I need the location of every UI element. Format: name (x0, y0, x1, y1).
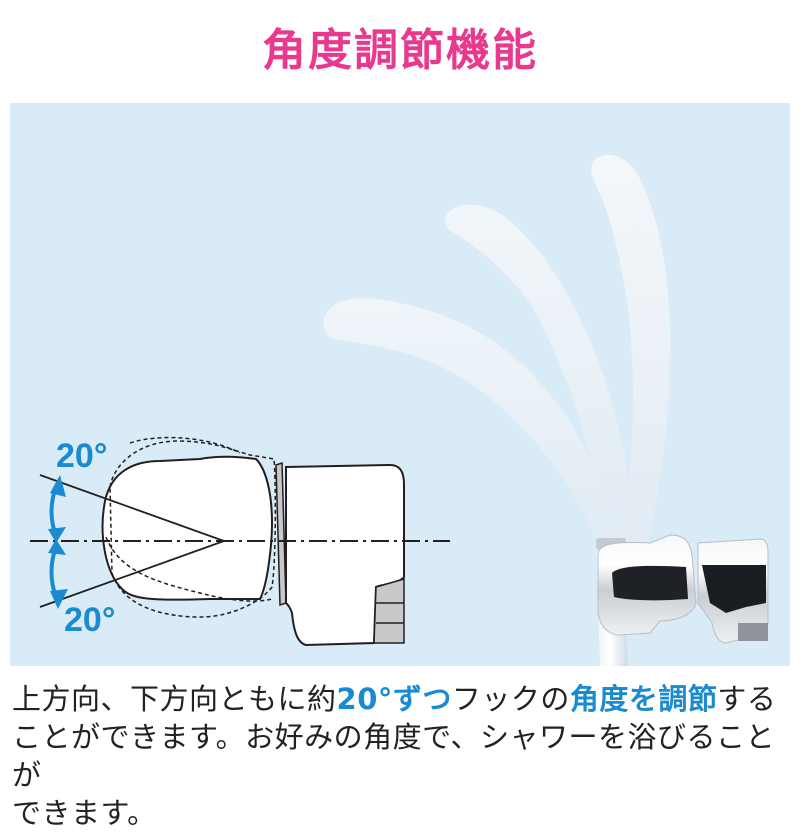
text-segment: 上方向、下方向ともに約 (12, 682, 337, 716)
upper-angle-label: 20° (56, 437, 108, 475)
description-line-1: 上方向、下方向ともに約20°ずつフックの角度を調節する (12, 680, 797, 718)
chrome-hose-holder (596, 534, 769, 644)
text-segment: フックの (451, 682, 570, 716)
highlight-adjust: 角度を調節 (569, 682, 718, 716)
illustration-panel: 20° 20° (10, 103, 790, 666)
hose-position-middle (444, 204, 638, 543)
hose-position-high (591, 154, 671, 543)
hose-position-low (323, 298, 616, 543)
highlight-angle: 20°ずつ (336, 682, 452, 716)
description-text: 上方向、下方向ともに約20°ずつフックの角度を調節する ことができます。お好みの… (12, 680, 797, 832)
angle-arrows (48, 475, 68, 609)
angle-diagram (30, 436, 450, 647)
description-line-2: ことができます。お好みの角度で、シャワーを浴びることが (12, 720, 775, 792)
lower-angle-label: 20° (64, 601, 116, 639)
angle-adjustment-illustration (30, 154, 769, 666)
text-segment: する (717, 682, 777, 716)
page-title: 角度調節機能 (262, 25, 538, 76)
